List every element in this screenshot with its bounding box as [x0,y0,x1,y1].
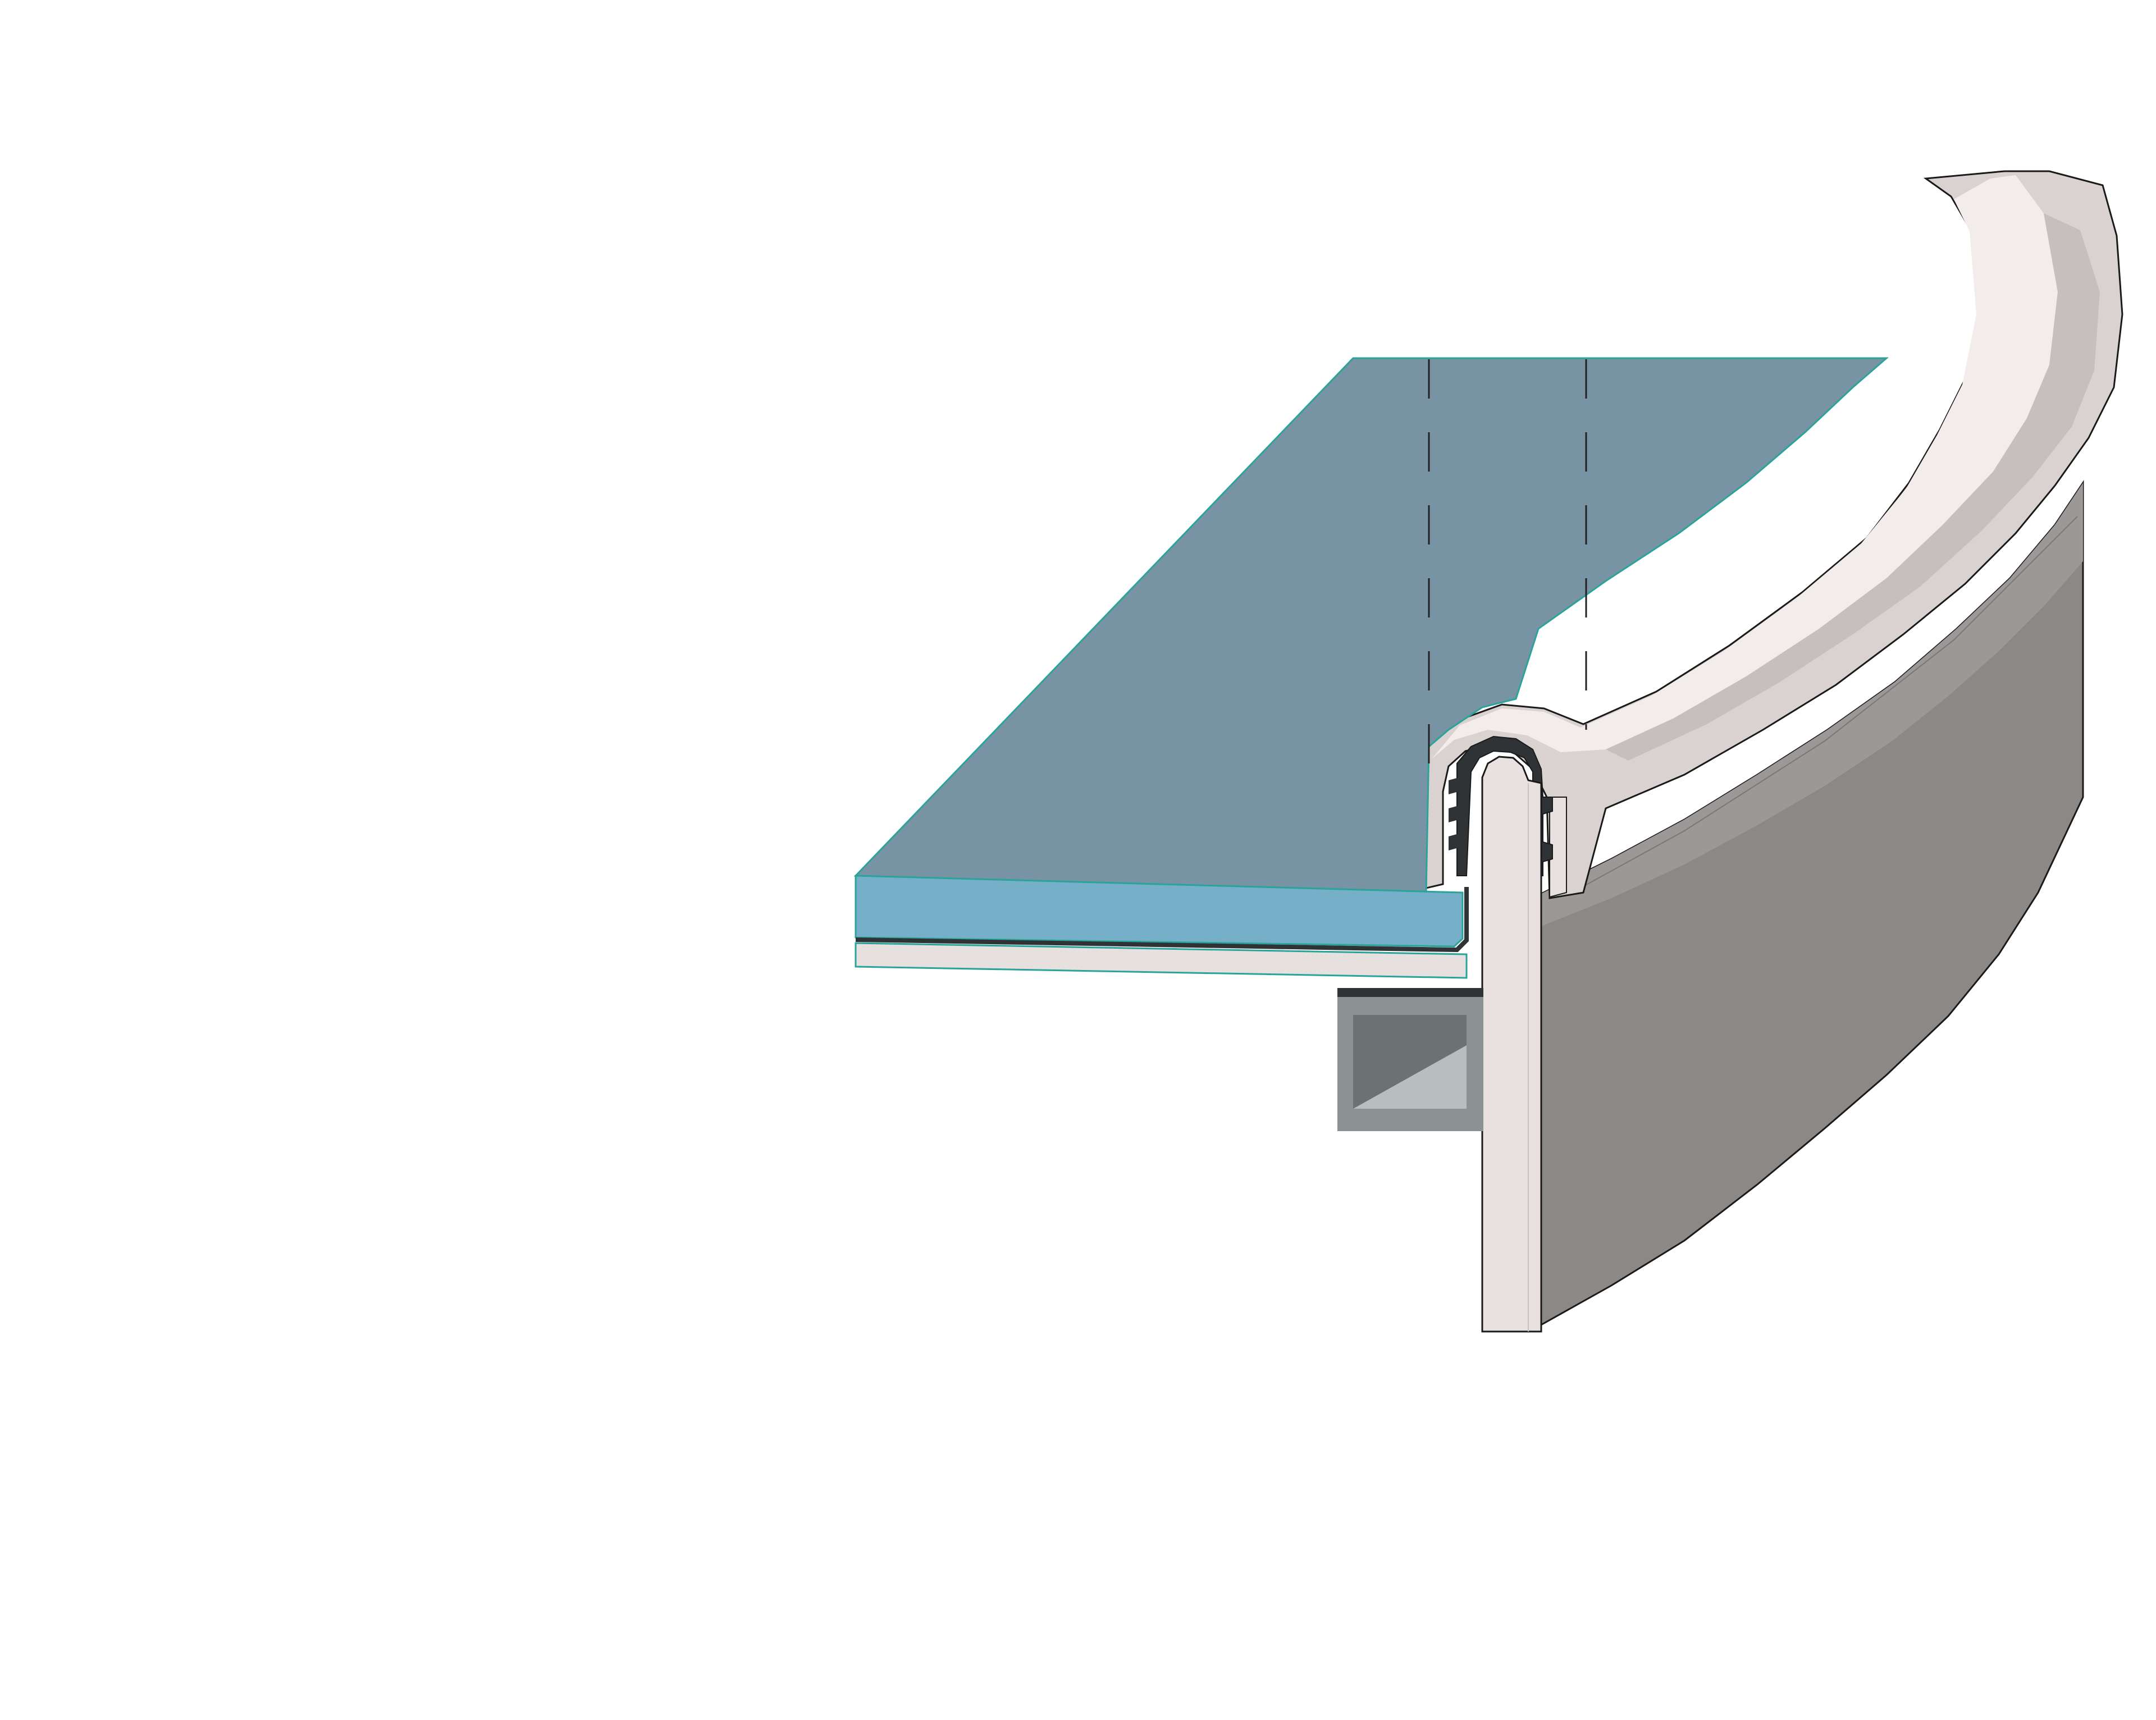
upright-body [1481,756,1542,1333]
coping-shade-band [1606,213,2100,761]
square-tube [1337,988,1483,1131]
coping-side-edge [1549,797,1567,898]
wall-crease-line [1572,516,2078,893]
upright-plate [1481,756,1542,1333]
panel-gasket-line [855,887,1469,953]
dashed-lines [1428,359,1587,763]
panel-top [853,357,1889,894]
tube-inner-shade [1353,1015,1467,1109]
wall-upper-band [1541,483,2083,926]
tube-top-rail [1337,988,1483,997]
base-plate [855,942,1468,979]
curved-wall [1540,480,2084,1326]
gasket-ribs [1449,777,1459,850]
coping-top-highlight [1432,175,2058,759]
panel-front [855,875,1464,948]
panel [853,357,1889,979]
